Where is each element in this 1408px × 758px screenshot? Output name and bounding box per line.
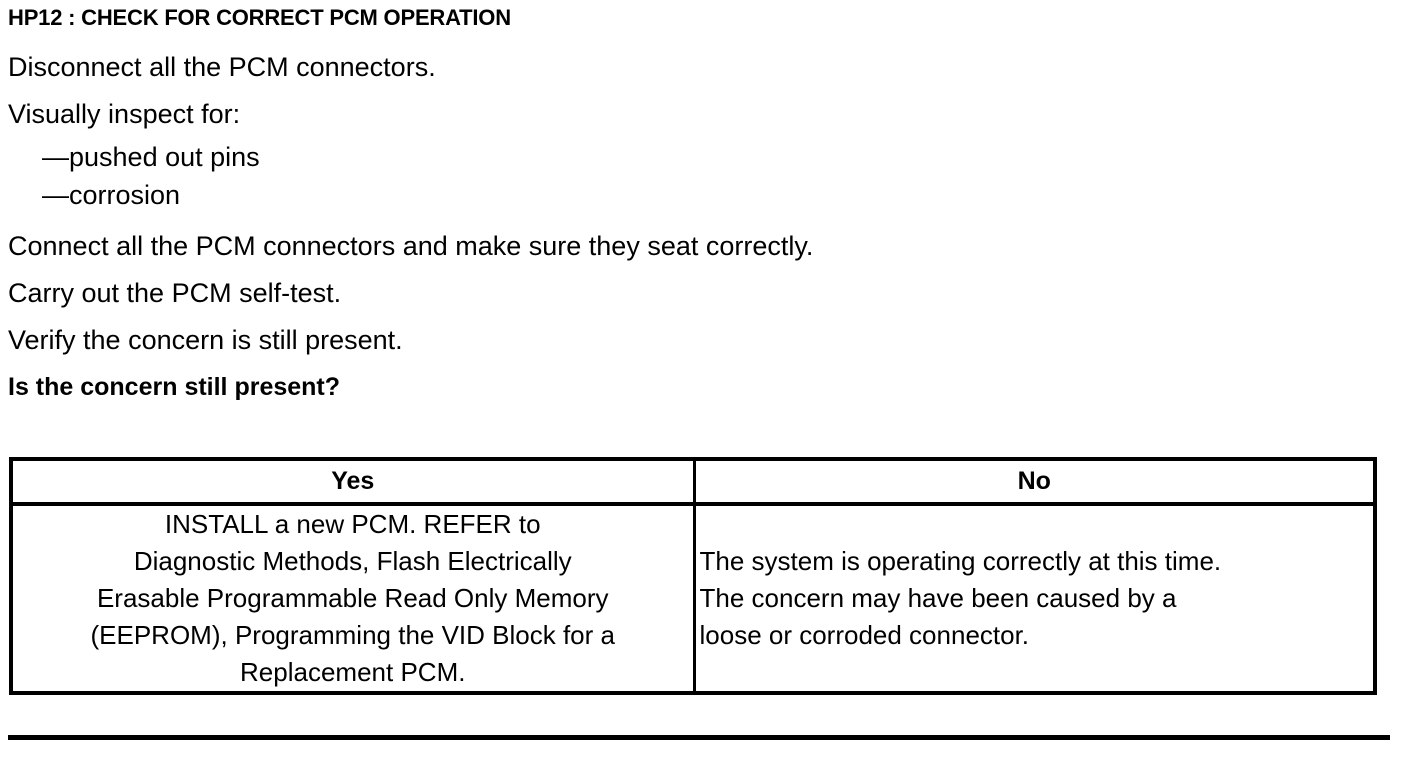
table-header-row: Yes No <box>11 459 1375 506</box>
text-line: The system is operating correctly at thi… <box>699 546 1222 576</box>
table-row: INSTALL a new PCM. REFER to Diagnostic M… <box>11 504 1375 693</box>
column-header-no: No <box>694 459 1375 506</box>
no-action-text: The system is operating correctly at thi… <box>696 543 1374 654</box>
text-line: The concern may have been caused by a <box>699 583 1177 613</box>
procedure-step: Connect all the PCM connectors and make … <box>8 231 814 261</box>
procedure-step: Carry out the PCM self-test. <box>8 278 342 308</box>
yes-action-text: INSTALL a new PCM. REFER to Diagnostic M… <box>13 506 693 691</box>
footer-divider <box>8 735 1390 740</box>
text-line: INSTALL a new PCM. REFER to <box>164 509 541 539</box>
column-header-yes: Yes <box>11 459 696 506</box>
procedure-step-bullet: —pushed out pins <box>42 142 260 172</box>
procedure-step: Disconnect all the PCM connectors. <box>8 52 436 82</box>
text-line: loose or corroded connector. <box>699 620 1030 650</box>
decision-table: Yes No INSTALL a new PCM. REFER to Diagn… <box>9 457 1377 695</box>
text-line: Erasable Programmable Read Only Memory <box>96 583 609 613</box>
procedure-step: Visually inspect for: <box>8 99 241 129</box>
text-line: Replacement PCM. <box>240 657 466 687</box>
page-title: HP12 : CHECK FOR CORRECT PCM OPERATION <box>8 5 511 30</box>
decision-question: Is the concern still present? <box>8 373 341 401</box>
procedure-step: Verify the concern is still present. <box>8 325 403 355</box>
text-line: (EEPROM), Programming the VID Block for … <box>90 620 615 650</box>
cell-yes-action: INSTALL a new PCM. REFER to Diagnostic M… <box>11 504 696 693</box>
procedure-step-bullet: —corrosion <box>42 180 181 210</box>
cell-no-action: The system is operating correctly at thi… <box>694 504 1375 693</box>
procedure-step-list: Disconnect all the PCM connectors. Visua… <box>8 44 1388 411</box>
text-line: Diagnostic Methods, Flash Electrically <box>133 546 572 576</box>
